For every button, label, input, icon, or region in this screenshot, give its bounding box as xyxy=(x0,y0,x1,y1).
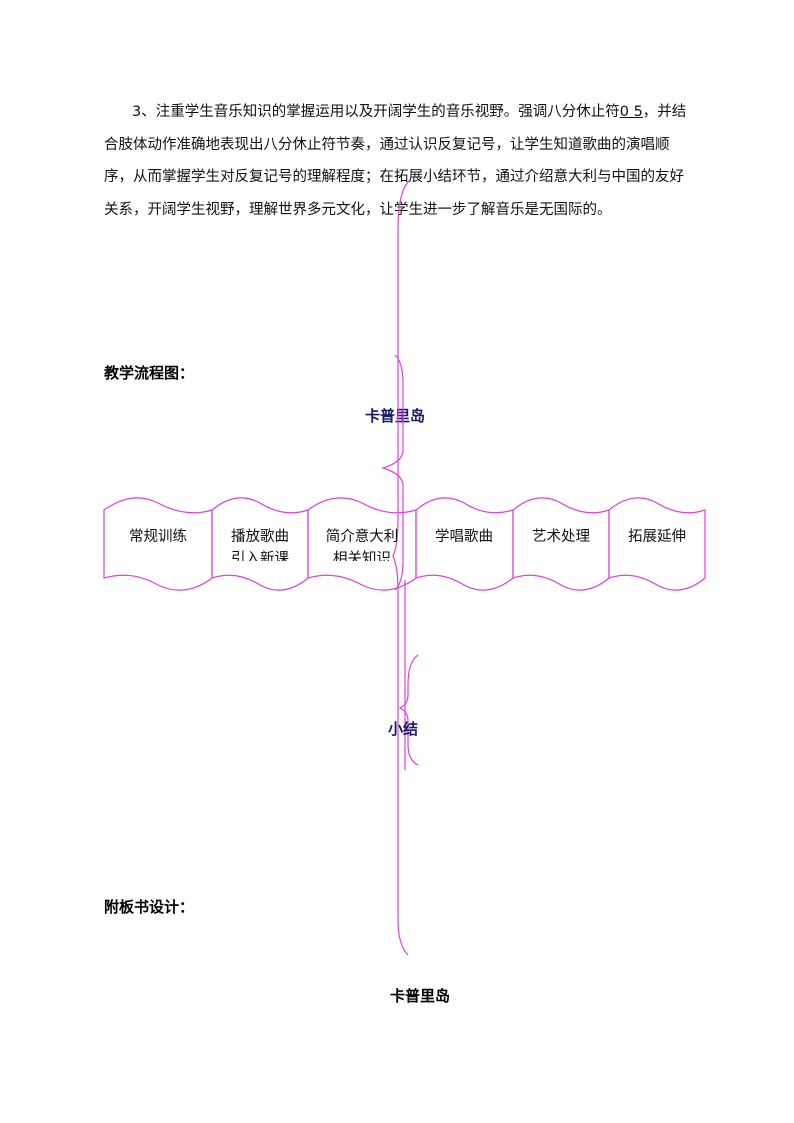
step-label-4: 学唱歌曲 xyxy=(435,529,493,545)
step-label-2: 播放歌曲 引入新课 xyxy=(231,529,289,561)
rest-note: 0 5 xyxy=(619,104,643,120)
paragraph-lead: 3、注重学生音乐知识的掌握运用以及开阔学生的音乐视野。强调八分休止符 xyxy=(132,104,620,120)
lower-brace xyxy=(398,654,419,766)
upper-brace xyxy=(380,354,404,591)
step-label-1: 常规训练 xyxy=(129,529,187,545)
flow-heading: 教学流程图： xyxy=(104,364,195,382)
board-heading: 附板书设计： xyxy=(104,898,195,916)
flow-top-title: 卡普里岛 xyxy=(364,407,426,425)
step-box-6 xyxy=(608,497,706,591)
long-brace xyxy=(392,179,411,956)
step-label-3: 简介意大利 相关知识 xyxy=(325,529,399,561)
board-title: 卡普里岛 xyxy=(389,987,451,1005)
flow-bottom-title: 小结 xyxy=(387,720,419,738)
step-label-5: 艺术处理 xyxy=(532,529,590,545)
paragraph-rest: ，并结合肢体动作准确地表现出八分休止符节奏，通过认识反复记号，让学生知道歌曲的演… xyxy=(104,104,687,218)
body-paragraph: 3、注重学生音乐知识的掌握运用以及开阔学生的音乐视野。强调八分休止符0 5，并结… xyxy=(104,96,696,226)
step-label-6: 拓展延伸 xyxy=(628,529,686,545)
